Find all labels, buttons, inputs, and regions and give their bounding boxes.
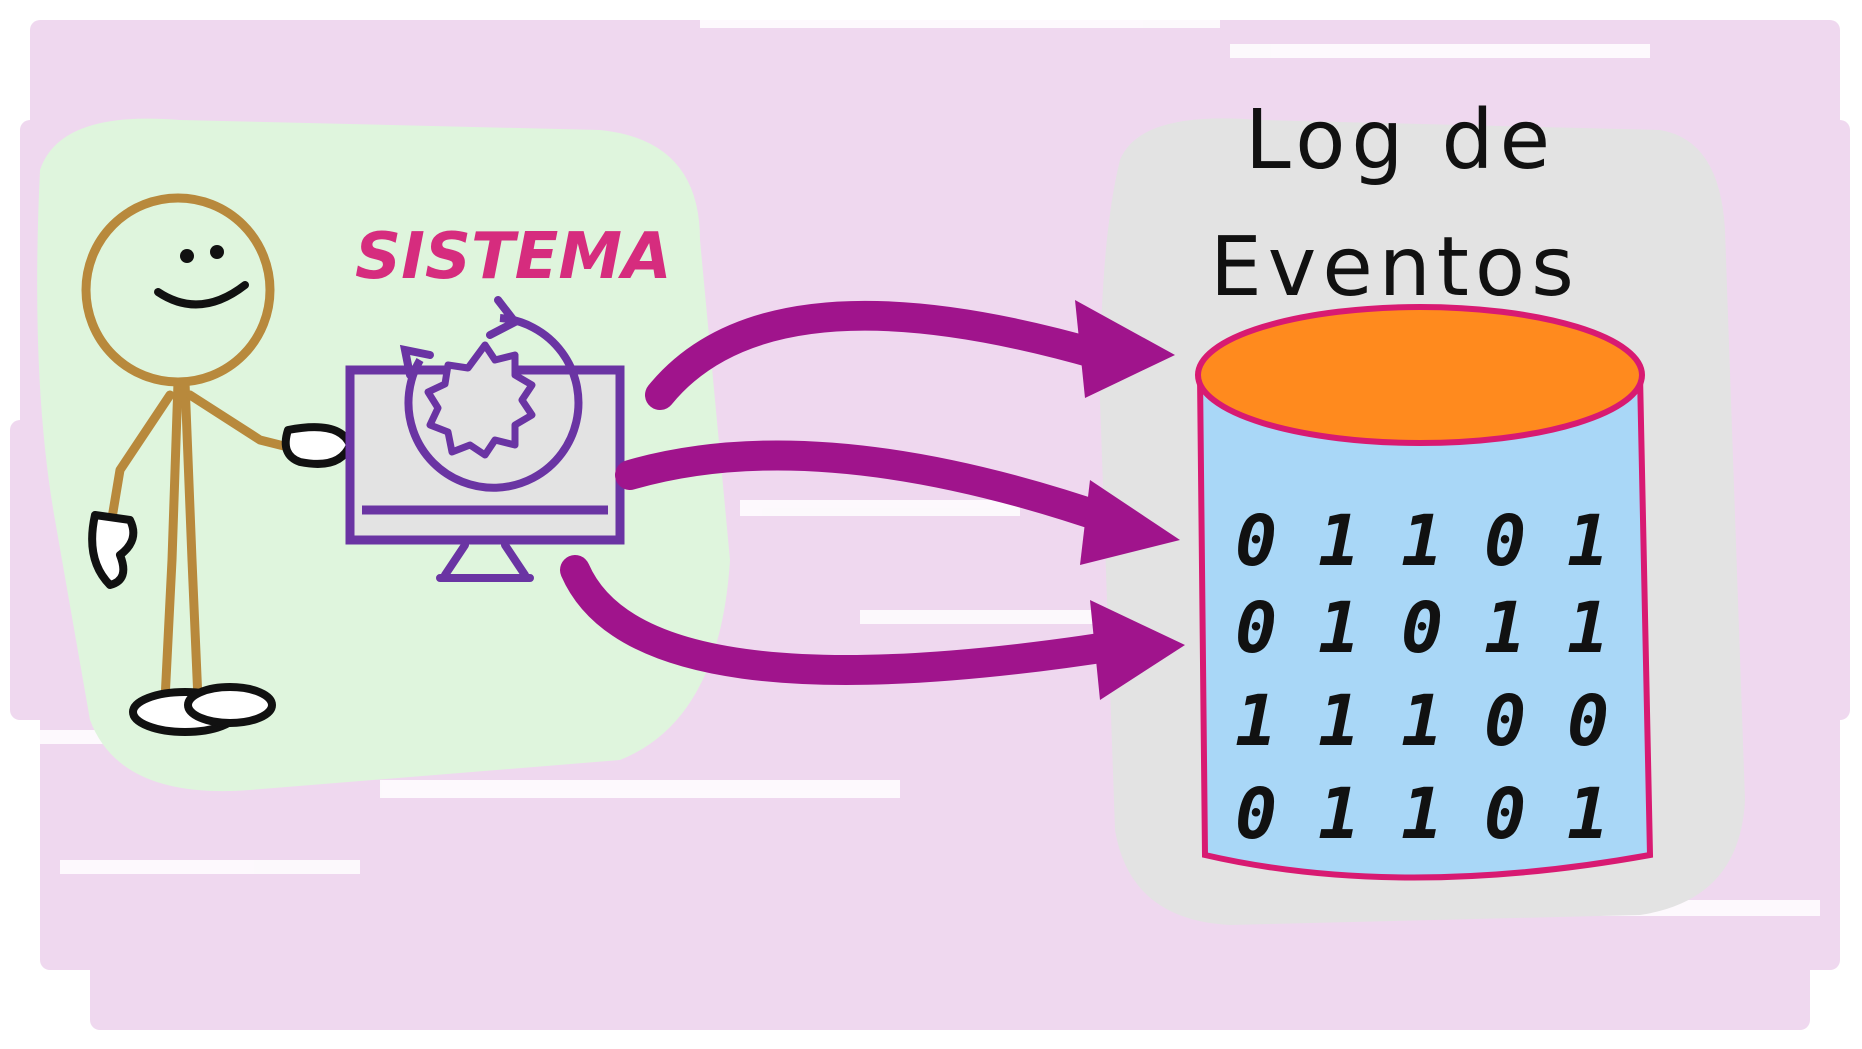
bit: 1 — [1318, 500, 1360, 582]
arrow-head-3 — [1090, 600, 1185, 700]
bit: 1 — [1567, 773, 1609, 855]
bit: 1 — [1401, 500, 1443, 582]
bit: 0 — [1235, 773, 1277, 855]
binary-grid: 0 1 1 0 1 0 1 0 1 1 1 1 1 0 0 0 1 1 0 1 — [1235, 500, 1609, 855]
bit: 1 — [1484, 587, 1526, 669]
bit: 0 — [1401, 587, 1443, 669]
bit: 1 — [1318, 680, 1360, 762]
arrow-head-1 — [1075, 300, 1175, 398]
arrow-head-2 — [1080, 480, 1180, 565]
bit: 1 — [1567, 500, 1609, 582]
event-arrow-1 — [645, 300, 1115, 410]
event-arrow-2 — [615, 440, 1125, 535]
bit: 0 — [1484, 773, 1526, 855]
bit: 0 — [1567, 680, 1609, 762]
person-face — [154, 245, 249, 309]
system-label: SISTEMA — [355, 220, 672, 294]
bit: 1 — [1318, 587, 1360, 669]
bit: 0 — [1484, 500, 1526, 582]
bit: 1 — [1235, 680, 1277, 762]
log-title-line1: Log de — [1245, 93, 1556, 188]
person-hands-feet — [88, 423, 354, 736]
bit: 1 — [1567, 587, 1609, 669]
monitor-gear-icon — [345, 296, 625, 582]
bit: 0 — [1235, 587, 1277, 669]
log-title-line2: Eventos — [1210, 220, 1580, 315]
bit: 0 — [1235, 500, 1277, 582]
bit: 1 — [1318, 773, 1360, 855]
event-arrows — [560, 300, 1135, 685]
bit: 1 — [1401, 773, 1443, 855]
event-arrow-3 — [560, 555, 1135, 685]
bit: 1 — [1401, 680, 1443, 762]
arrow-heads — [1075, 300, 1185, 700]
database-cylinder-icon — [1195, 304, 1654, 881]
bit: 0 — [1484, 680, 1526, 762]
